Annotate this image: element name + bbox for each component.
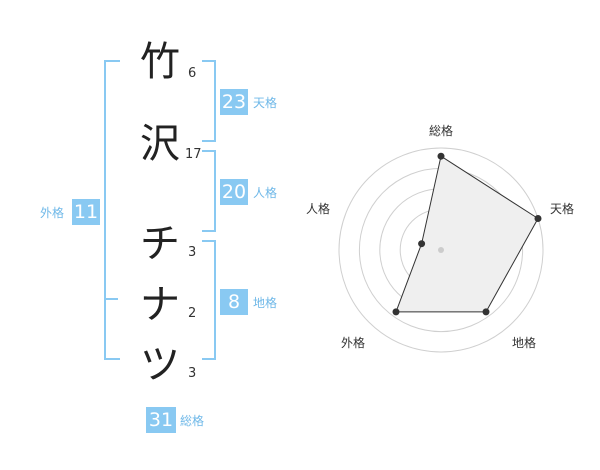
radar-point-5 [418, 240, 426, 248]
radar-point-3 [482, 308, 490, 316]
stroke-count-2: 17 [185, 147, 202, 162]
radar-point-2 [534, 215, 542, 222]
jinkaku-label: 人格 [253, 186, 278, 200]
radar-label-jinkaku: 人格 [305, 202, 330, 216]
radar-center [438, 247, 444, 253]
name-char-5: ツ [140, 342, 180, 388]
name-char-3: チ [140, 221, 180, 267]
soukaku-label: 総格 [180, 414, 205, 428]
name-char-4: ナ [140, 282, 180, 328]
stroke-count-4: 2 [188, 306, 197, 321]
chikaku-bracket [202, 240, 216, 360]
jinkaku-bracket [202, 150, 216, 232]
tenkaku-bracket [202, 60, 216, 142]
radar-label-tenkaku: 天格 [549, 202, 574, 216]
tenkaku-label: 天格 [253, 96, 278, 110]
chikaku-label: 地格 [253, 296, 278, 310]
gaikaku-label: 外格 [40, 206, 65, 220]
radar-ring [338, 147, 544, 353]
jinkaku-value: 20 [220, 179, 248, 205]
radar-point-1 [437, 152, 445, 160]
soukaku-value: 31 [146, 407, 176, 433]
radar-label-chikaku: 地格 [511, 336, 536, 350]
chikaku-value: 8 [220, 289, 248, 315]
tenkaku-value: 23 [220, 89, 248, 115]
gaikaku-value: 11 [72, 199, 100, 225]
outer-bracket-mid-tick [104, 298, 118, 300]
stroke-count-1: 6 [188, 66, 197, 81]
radar-label-soukaku: 総格 [428, 124, 453, 138]
radar-point-4 [392, 308, 400, 316]
radar-points [392, 152, 542, 316]
radar-label-gaikaku: 外格 [340, 336, 365, 350]
outer-bracket [104, 60, 120, 360]
name-char-2: 沢 [140, 121, 180, 167]
name-char-1: 竹 [140, 39, 180, 85]
stroke-count-3: 3 [188, 245, 197, 260]
radar-polygon [395, 155, 539, 313]
stroke-count-5: 3 [188, 366, 197, 381]
